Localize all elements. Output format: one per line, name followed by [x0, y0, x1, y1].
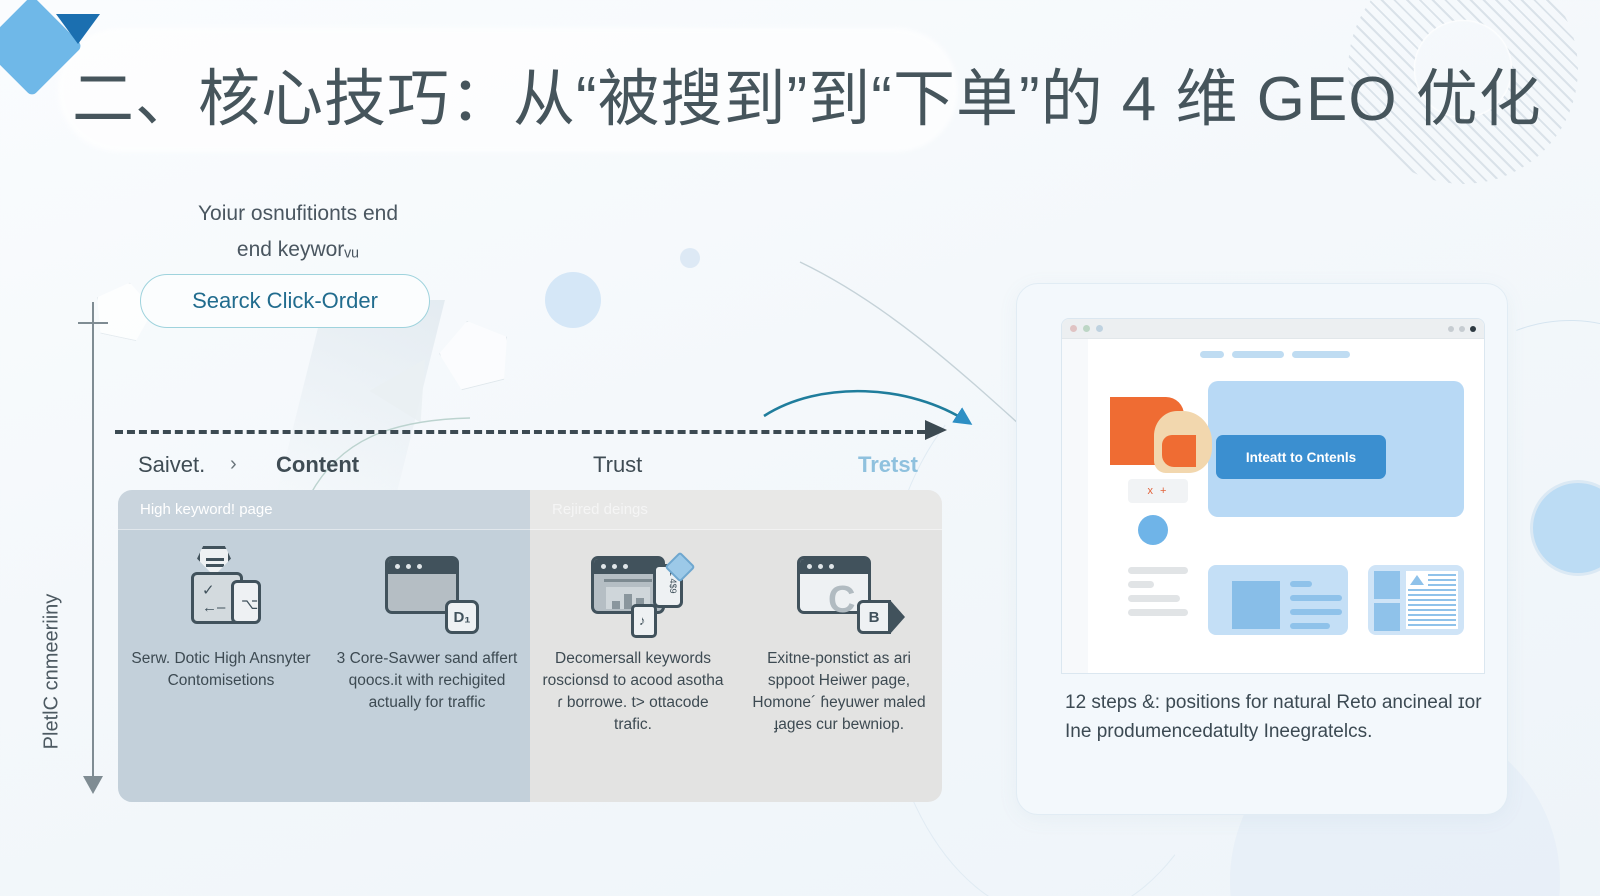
tile-text-block — [1406, 571, 1458, 629]
panel-half-left: High keyword! page ✓ ←– ⌥ Serw. Dotic Hi… — [118, 490, 530, 802]
browser-window-shape: C — [797, 556, 871, 619]
breadcrumb-placeholder — [1200, 351, 1350, 358]
stage-label-trust: Trust — [593, 452, 643, 477]
check-mark-icon: ✓ — [202, 582, 215, 599]
browser-chart-tag-icon: 1 4$9 ♪ — [587, 546, 696, 638]
hand-thumb-shape — [1162, 435, 1196, 467]
stage-label-content: Content — [276, 452, 360, 477]
vertical-axis-tick — [78, 322, 108, 324]
timeline-arrowhead — [925, 420, 947, 440]
vertical-axis-line — [92, 302, 94, 782]
panel-half-right: Rejired deings 1 4$9 ♪ Decomersall keywo… — [530, 490, 942, 802]
image-placeholder-icon — [1406, 571, 1428, 587]
dot-decoration-small — [680, 248, 700, 268]
bar-chart-icon — [606, 587, 650, 609]
browser-window-shape — [591, 556, 665, 614]
panel-header-right: Rejired deings — [530, 490, 942, 530]
vertical-axis-label: PletlC cnmeeriiny — [40, 593, 63, 750]
paper-plane-icon — [369, 343, 451, 423]
browser-mockup-titlebar — [1062, 319, 1484, 339]
badge-label: B — [857, 599, 905, 634]
pill-label: Searck Click-Order — [192, 288, 378, 313]
vertical-axis-arrowhead — [83, 776, 103, 794]
panel-column-1-text: Serw. Dotic High Ansnyter Contomisetions — [131, 650, 311, 689]
four-dimension-panel: High keyword! page ✓ ←– ⌥ Serw. Dotic Hi… — [118, 490, 942, 802]
panel-column-2[interactable]: D₁ 3 Core-Savwer sand affert qoocs.it wi… — [324, 530, 530, 802]
left-caption-line1: Yoiur osnufitionts end — [197, 202, 399, 225]
music-note-card-icon: ♪ — [631, 604, 657, 638]
browser-titlebar — [387, 558, 457, 574]
person-document-checklist-icon: ✓ ←– ⌥ — [175, 546, 267, 632]
panel-column-1[interactable]: ✓ ←– ⌥ Serw. Dotic High Ansnyter Contomi… — [118, 530, 324, 802]
cta-button-label: Inteatt to Cntenls — [1245, 449, 1357, 465]
stage-label-row: Saivet. › Content Trust Tretst — [138, 452, 938, 486]
panel-column-4[interactable]: C B Exitne-ponstict as ari sppoot Heiwer… — [736, 530, 942, 802]
left-text-placeholder — [1128, 567, 1188, 623]
browser-mockup-body: Inteatt to Cntenls x + — [1062, 339, 1484, 673]
left-caption-line2: end keyworᵥᵤ — [236, 238, 360, 261]
browser-letter-c-badge-icon: C B — [793, 546, 905, 634]
panel-header-left: High keyword! page — [118, 490, 530, 530]
panel-column-4-text: Exitne-ponstict as ari sppoot Heiwer pag… — [752, 650, 926, 733]
diamond-decoration-icon — [0, 0, 83, 97]
search-click-order-pill[interactable]: Searck Click-Order — [140, 274, 430, 328]
right-card-caption: 12 steps &: positions for natural Reto a… — [1065, 692, 1482, 742]
window-right-dots-icon — [1448, 325, 1476, 332]
stage-label-saivet: Saivet. — [138, 452, 206, 477]
panel-column-2-text: 3 Core-Savwer sand affert qoocs.it with … — [336, 650, 518, 711]
right-illustration-card: Inteatt to Cntenls x + 12 steps &: posit… — [1016, 283, 1508, 815]
panel-column-3[interactable]: 1 4$9 ♪ Decomersall keywords roscionsd t… — [530, 530, 736, 802]
left-caption: Yoiur osnufitionts end end keyworᵥᵤ — [148, 196, 448, 268]
browser-titlebar — [799, 558, 869, 574]
browser-mockup: Inteatt to Cntenls x + — [1061, 318, 1485, 674]
phone-shape: ⌥ — [231, 580, 261, 624]
content-tile-middle — [1208, 565, 1348, 635]
content-lines — [604, 579, 652, 582]
cta-button[interactable]: Inteatt to Cntenls — [1216, 435, 1386, 479]
timeline-dashed-line — [115, 430, 925, 434]
stage-label-tretst: Tretst — [858, 452, 918, 477]
pentagon-decoration-a — [433, 313, 517, 394]
tile-image-block — [1232, 581, 1280, 629]
window-traffic-lights-icon — [1070, 325, 1103, 332]
browser-window-badge-icon: D₁ — [381, 546, 479, 634]
circle-decoration-right — [1530, 480, 1600, 576]
panel-column-3-text: Decomersall keywords roscionsd to acood … — [542, 650, 724, 733]
badge-label: D₁ — [445, 600, 479, 634]
dot-decoration-large — [545, 272, 601, 328]
panel-columns-left: ✓ ←– ⌥ Serw. Dotic High Ansnyter Contomi… — [118, 530, 530, 802]
browser-titlebar — [593, 558, 663, 574]
browser-sidebar — [1062, 339, 1088, 673]
small-card-badge: x + — [1128, 479, 1188, 503]
letter-c-glyph: C — [828, 579, 856, 621]
panel-columns-right: 1 4$9 ♪ Decomersall keywords roscionsd t… — [530, 530, 942, 802]
content-tile-right — [1368, 565, 1464, 635]
triangle-decoration-icon — [56, 14, 100, 44]
page-title: 二、核心技巧：从“被搜到”到“下单”的 4 维 GEO 优化 — [72, 65, 1542, 134]
blue-circle-accent — [1138, 515, 1168, 545]
curved-flow-arrow — [763, 389, 973, 425]
arrow-left-icon: ←– — [202, 599, 226, 616]
chevron-right-icon: › — [230, 453, 237, 475]
